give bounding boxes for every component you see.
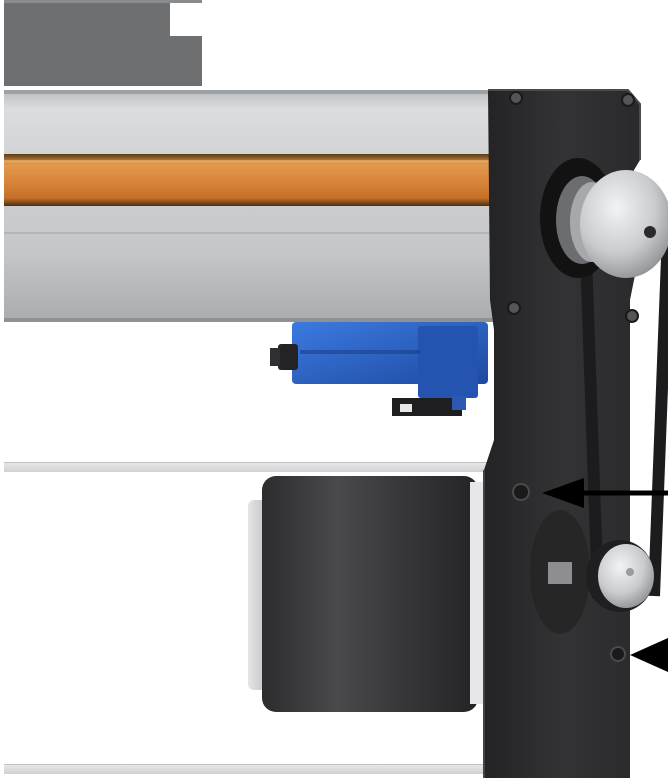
lower-pulley xyxy=(530,510,654,634)
upper-callout-arrow xyxy=(542,478,668,508)
plate-screws xyxy=(507,91,639,662)
carriage-block xyxy=(4,0,202,86)
drive-motor xyxy=(248,476,484,712)
blue-valve-block xyxy=(270,322,488,416)
lower-callout-arrow xyxy=(630,638,668,672)
background-rails xyxy=(4,462,504,774)
orange-belt-strip xyxy=(4,154,496,206)
upper-pulley xyxy=(540,158,668,278)
